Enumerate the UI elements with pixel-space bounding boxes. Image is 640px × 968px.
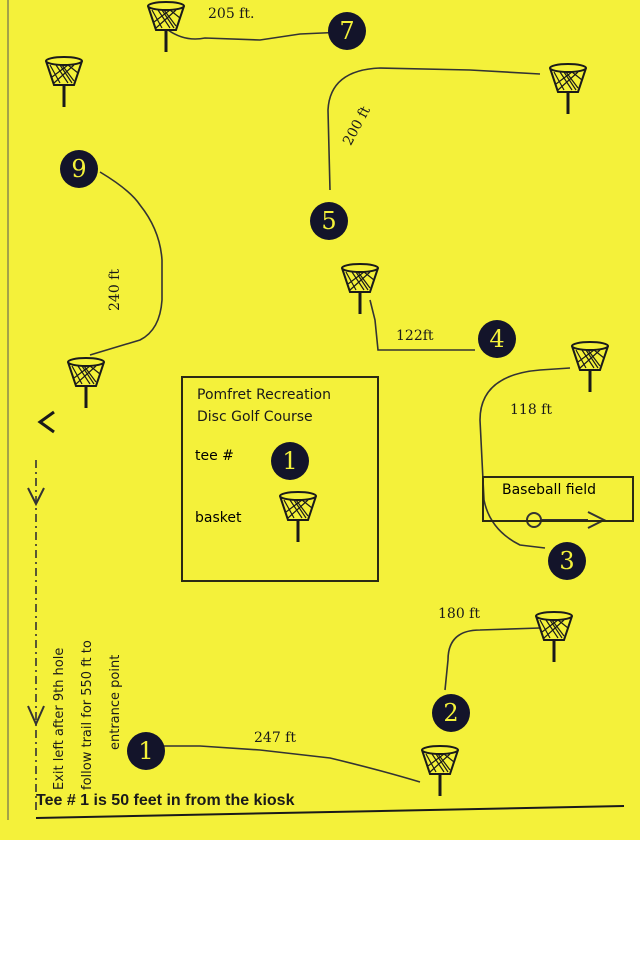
exit-note-line1: Exit left after 9th hole (52, 647, 67, 790)
baseball-field-label: Baseball field (502, 482, 596, 498)
exit-arrow-1 (27, 487, 45, 507)
path-hole-9 (89, 171, 163, 356)
path-hole-3 (479, 367, 571, 549)
distance-hole-9: 240 ft (106, 269, 123, 311)
legend-basket-label: basket (195, 510, 242, 526)
legend-box: Pomfret Recreation Disc Golf Course tee … (181, 376, 379, 582)
distance-hole-1: 247 ft (254, 730, 296, 746)
baseball-field-box: Baseball field (482, 476, 634, 522)
tee-5: 5 (310, 202, 348, 240)
exit-note-line2: follow trail for 550 ft to (80, 640, 95, 790)
tee-1: 1 (127, 732, 165, 770)
basket-8 (66, 356, 106, 410)
distance-hole-3: 118 ft (510, 402, 552, 418)
basket-2 (420, 744, 460, 798)
path-hole-2 (444, 627, 541, 691)
tee-3: 3 (548, 542, 586, 580)
basket-5 (548, 62, 588, 116)
legend-title-line1: Pomfret Recreation (197, 387, 331, 403)
legend-title: Pomfret Recreation Disc Golf Course (197, 384, 331, 428)
exit-arrow-2 (27, 705, 45, 727)
legend-tee-label: tee # (195, 448, 234, 464)
exit-note: Exit left after 9th hole follow trail fo… (46, 530, 130, 790)
basket-4 (570, 340, 610, 394)
footer-note: Tee # 1 is 50 feet in from the kiosk (36, 792, 295, 809)
legend-title-line2: Disc Golf Course (197, 409, 313, 425)
tee-2: 2 (432, 694, 470, 732)
direction-chevron (37, 410, 55, 434)
distance-hole-7: 205 ft. (208, 6, 255, 22)
path-hole-5 (327, 67, 541, 191)
basket-7 (146, 0, 186, 54)
path-hole-7 (167, 29, 346, 41)
tee-9: 9 (60, 150, 98, 188)
tee-7: 7 (328, 12, 366, 50)
basket-6 (44, 55, 84, 109)
exit-note-line3: entrance point (108, 654, 123, 750)
course-map: 1 2 3 4 5 7 9 247 ft 180 ft 118 ft 122ft… (0, 0, 640, 840)
path-hole-1 (160, 745, 421, 783)
basket-9 (340, 262, 380, 316)
legend-tee-marker: 1 (271, 442, 309, 480)
tee-4: 4 (478, 320, 516, 358)
distance-hole-4: 122ft (396, 328, 434, 344)
basket-3 (534, 610, 574, 664)
distance-hole-2: 180 ft (438, 606, 480, 622)
path-hole-4 (369, 299, 475, 351)
